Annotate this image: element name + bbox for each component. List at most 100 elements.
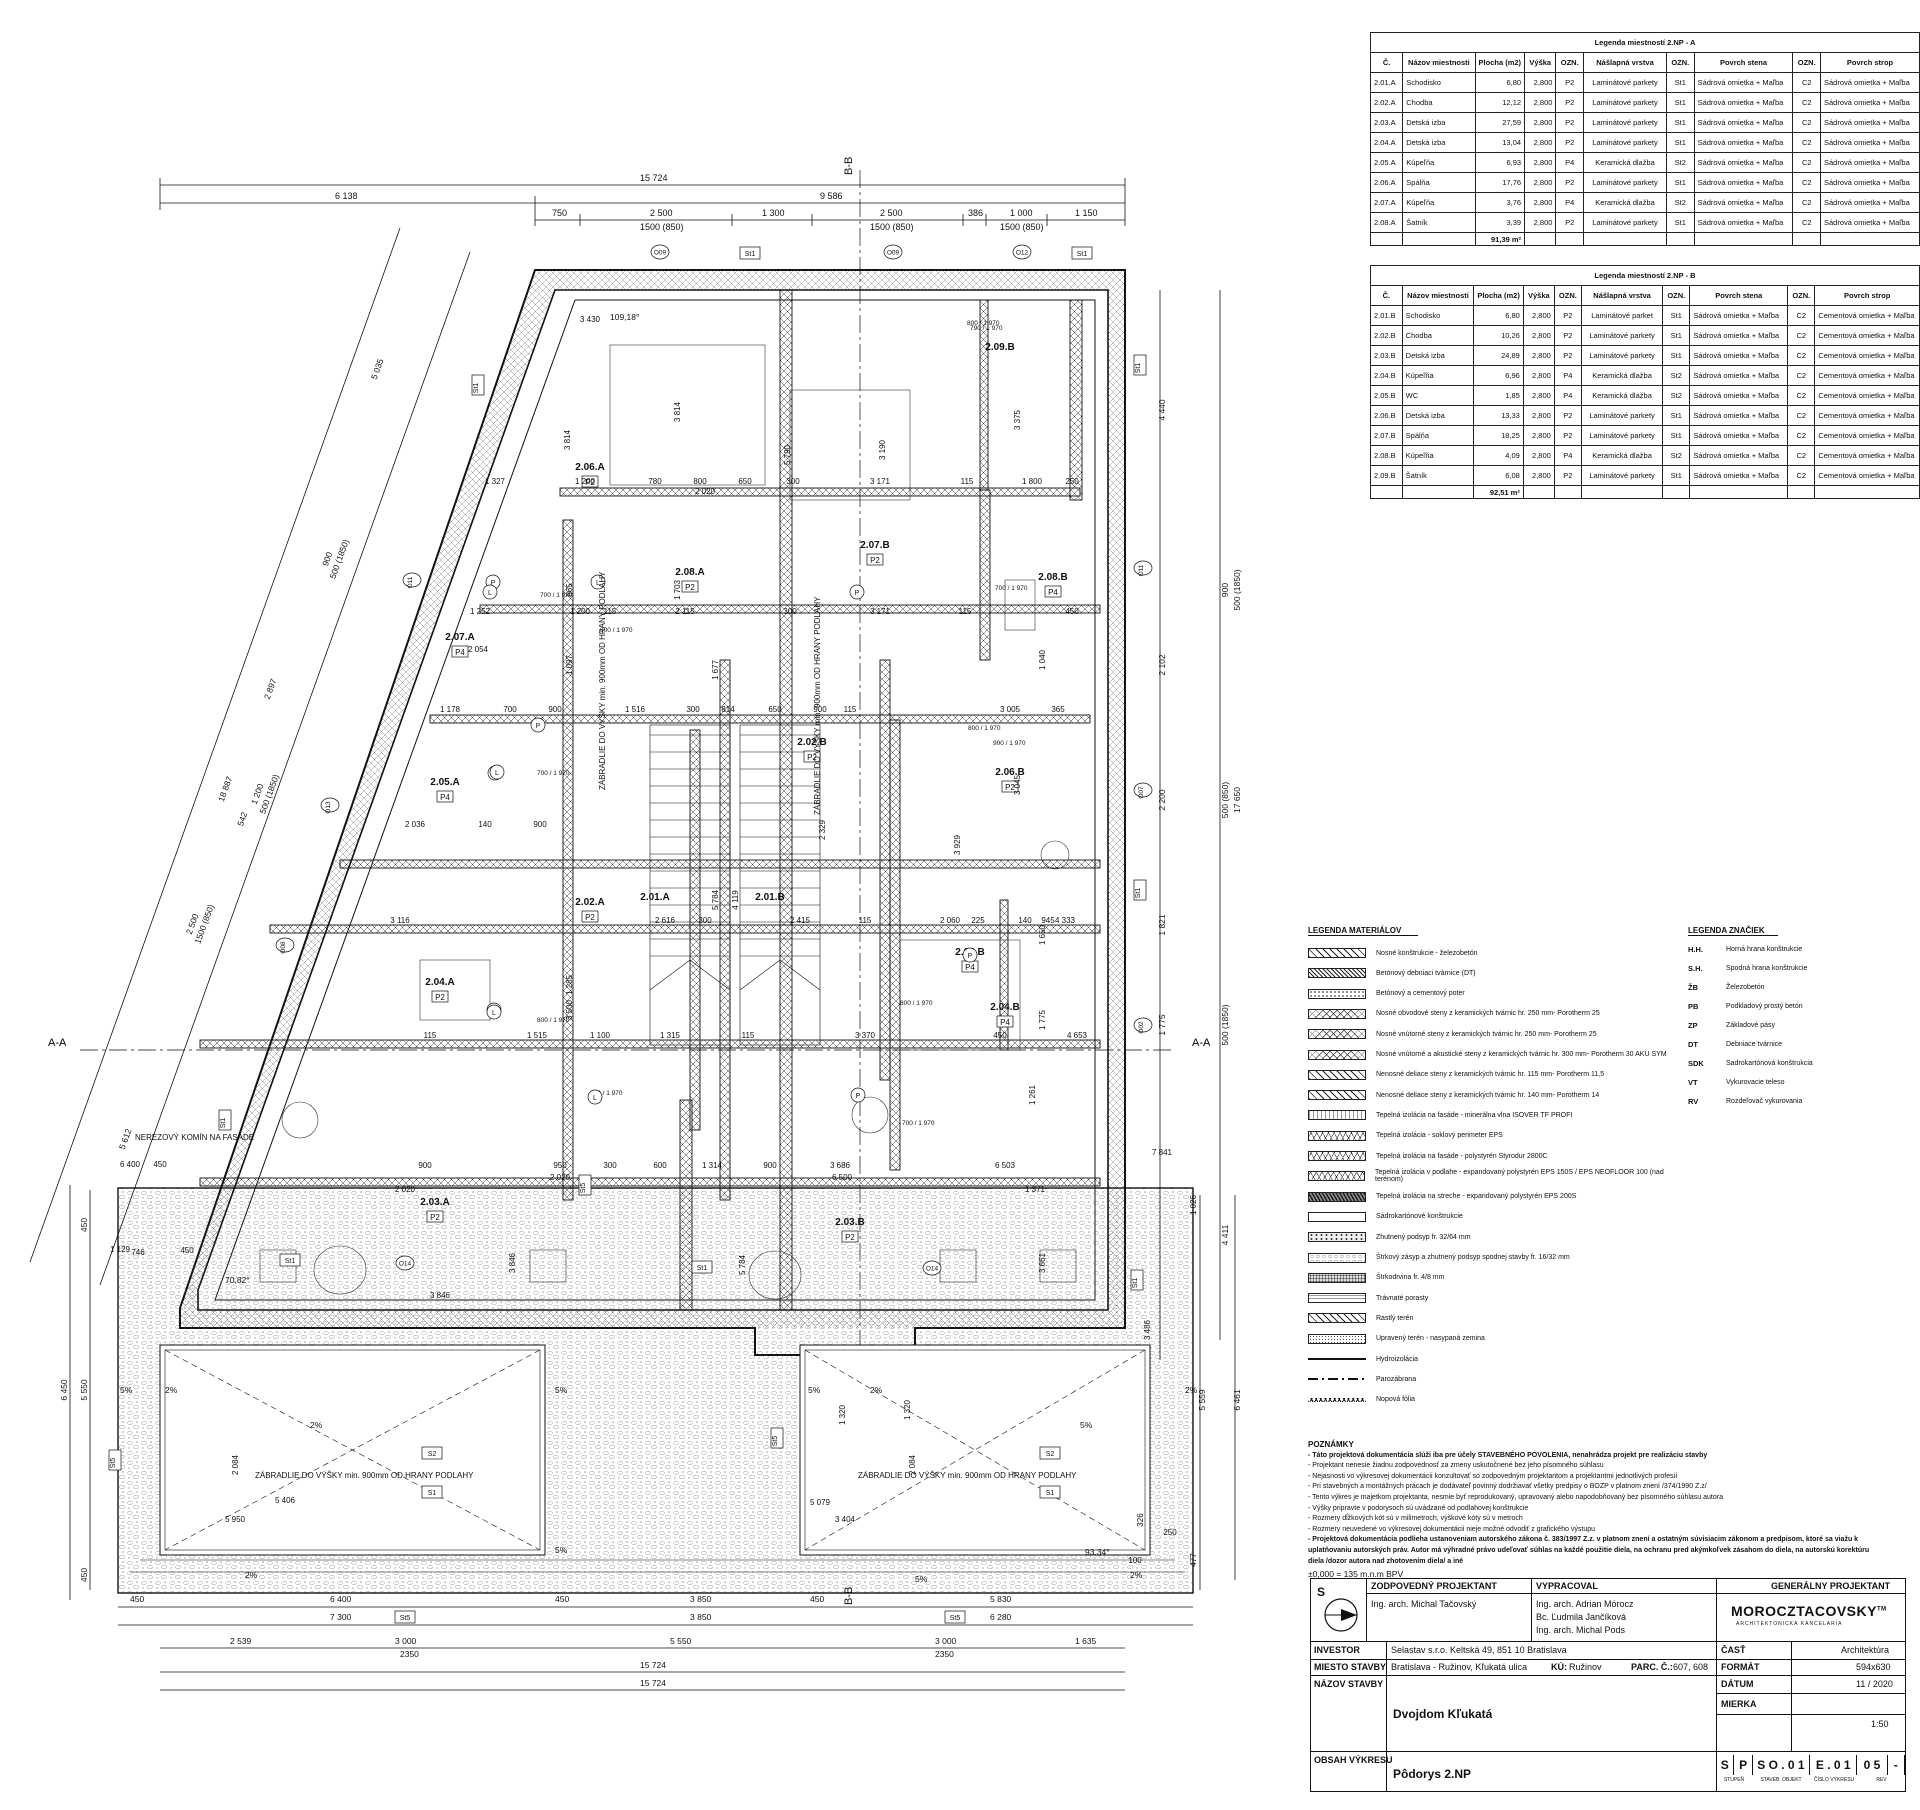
legend-cell: 13,04 [1474, 132, 1526, 153]
title-block: S ZODPOVEDNÝ PROJEKTANT Ing. arch. Micha… [1310, 1578, 1906, 1792]
legend-header: Plocha (m2) [1474, 52, 1526, 73]
legend-cell: Laminátové parkety [1580, 325, 1664, 346]
material-label: Nosné obvodové steny z keramických tvárn… [1376, 1010, 1600, 1018]
legend-cell: 2,800 [1522, 385, 1555, 406]
parc-label: PARC. Č.: [1631, 1662, 1673, 1672]
legend-cell: Chodba [1402, 92, 1476, 113]
dim-text: 1 320 [903, 1399, 912, 1420]
dim-text: 1 200 [575, 477, 596, 486]
legend-cell: Šatník [1401, 465, 1475, 486]
symbol-text: Vykurovacie teleso [1726, 1078, 1785, 1086]
section-label: B-B [843, 1587, 855, 1605]
legend-cell: 2,800 [1524, 92, 1557, 113]
dim-text: 650 [738, 477, 752, 486]
symbol-item: S.H.Spodná hrana konštrukcie [1688, 959, 1807, 977]
legend-cell: C2 [1787, 345, 1816, 366]
vypracoval-name: Ing. arch. Adrian Mórocz [1536, 1599, 1634, 1609]
dim-text: 1 315 [660, 1031, 681, 1040]
miesto-label: MIESTO STAVBY [1314, 1662, 1387, 1672]
legend-cell: Sádrová omietka + Maľba [1689, 365, 1789, 386]
dim-text: 2 020 [550, 1173, 571, 1182]
legend-cell: C2 [1792, 212, 1821, 233]
legend-cell [1582, 232, 1668, 246]
angle-label: 70,82° [225, 1275, 250, 1285]
room-number: 2.08.A [675, 567, 704, 578]
material-label: Parozábrana [1376, 1375, 1417, 1383]
dim-text: 750 [552, 208, 567, 218]
legend-cell: 10,26 [1473, 325, 1524, 346]
material-swatch [1308, 1272, 1366, 1283]
dim-text: 1 371 [1025, 1185, 1046, 1194]
dim-text: 3 005 [1000, 705, 1021, 714]
legend-cell: 2.07.B [1370, 425, 1403, 446]
dim-text: 115 [961, 477, 974, 486]
symbol-text: Spodná hrana konštrukcie [1726, 964, 1808, 972]
layer-tag-text: S1 [1046, 1490, 1055, 1497]
legend-cell: P2 [1555, 72, 1584, 93]
dim-text: 500 (850) [1220, 782, 1230, 819]
wall-tag [944, 1610, 966, 1624]
legend-cell: P2 [1553, 325, 1582, 346]
legend-cell: St1 [1662, 465, 1691, 486]
room-number: 2.02.A [575, 897, 604, 908]
material-swatch [1308, 1293, 1366, 1304]
symbol-item: H.H.Horná hrana konštrukcie [1688, 940, 1802, 958]
dim-text: 1 285 [565, 974, 574, 995]
dim-text: 2 060 [940, 916, 961, 925]
door-size-tag: 800 / 1 970 [967, 320, 1000, 327]
legend-cell: P4 [1555, 152, 1584, 173]
material-swatch [1308, 1090, 1366, 1101]
dim-text: 3 500 [565, 999, 574, 1020]
section-label: B-B [843, 157, 855, 175]
legend-cell: C2 [1787, 305, 1816, 326]
window-tag-text: O14 [399, 1261, 412, 1268]
legend-cell: Sádrová omietka + Maľba [1689, 405, 1789, 426]
legend-cell: P2 [1555, 172, 1584, 193]
legend-cell: 6,96 [1473, 365, 1524, 386]
legend-cell: 2.01.B [1370, 305, 1403, 326]
legend-cell: 2,800 [1522, 305, 1555, 326]
legend-cell: Sádrová omietka + Maľba [1689, 325, 1789, 346]
symbol-text: Debniace tvárnice [1726, 1040, 1783, 1048]
railing-note: ZÁBRADLIE DO VÝŠKY min. 900mm OD HRANY P… [598, 571, 607, 790]
section-label: A-A [1192, 1037, 1211, 1049]
room-floor-tag [581, 910, 599, 923]
legend-cell: Sádrová omietka + Maľba [1693, 92, 1794, 113]
room-floor-code: P2 [807, 753, 817, 762]
room-floor-tag [803, 750, 821, 763]
door-swing-tag [587, 1089, 603, 1105]
material-item: Nosné vnútorné a akustické steny z keram… [1308, 1046, 1667, 1064]
right-dimension-lines [1159, 290, 1236, 1590]
window-tag [320, 797, 340, 813]
legend-header: Nášlapná vrstva [1582, 52, 1668, 73]
legend-header: Povrch strop [1820, 52, 1920, 73]
material-item: Betónový debniaci tvárnice (DT) [1308, 964, 1476, 982]
legend-cell: C2 [1792, 72, 1821, 93]
door-size-tag: 800 / 1 970 [600, 627, 633, 634]
room-floor-code: P4 [455, 648, 465, 657]
note-line: - Výšky pripravte v podorysoch sú uvádza… [1308, 1504, 1529, 1512]
material-item: Betónový a cementový poter [1308, 985, 1465, 1003]
legend-cell: 2.09.B [1370, 465, 1403, 486]
wall-tag [1133, 879, 1147, 901]
legend-cell: Sádrová omietka + Maľba [1689, 465, 1789, 486]
room-floor-tag [426, 1210, 444, 1223]
dim-text: 3 370 [855, 1031, 876, 1040]
legend-total: 92,51 m² [1473, 485, 1524, 499]
material-label: Betónový a cementový poter [1376, 990, 1465, 998]
door-size-tag: 700 / 1 970 [537, 770, 570, 777]
dim-text: 15 724 [640, 1660, 666, 1670]
material-label: Tepelná izolácia - soklový perimeter EPS [1376, 1132, 1503, 1140]
code-cell: E . 0 1 [1810, 1755, 1858, 1775]
legend-cell: Cementová omietka + Maľba [1814, 345, 1920, 366]
legend-header: OZN. [1553, 285, 1582, 306]
dim-text: 7 841 [1152, 1148, 1173, 1157]
dim-text: 3 850 [690, 1594, 712, 1604]
legend-cell: 2,800 [1522, 445, 1555, 466]
vypracoval-name: Ing. arch. Michal Pods [1536, 1625, 1626, 1635]
legend-cell: C2 [1792, 132, 1821, 153]
code-caption: STAVEB. OBJEKT [1760, 1777, 1802, 1783]
